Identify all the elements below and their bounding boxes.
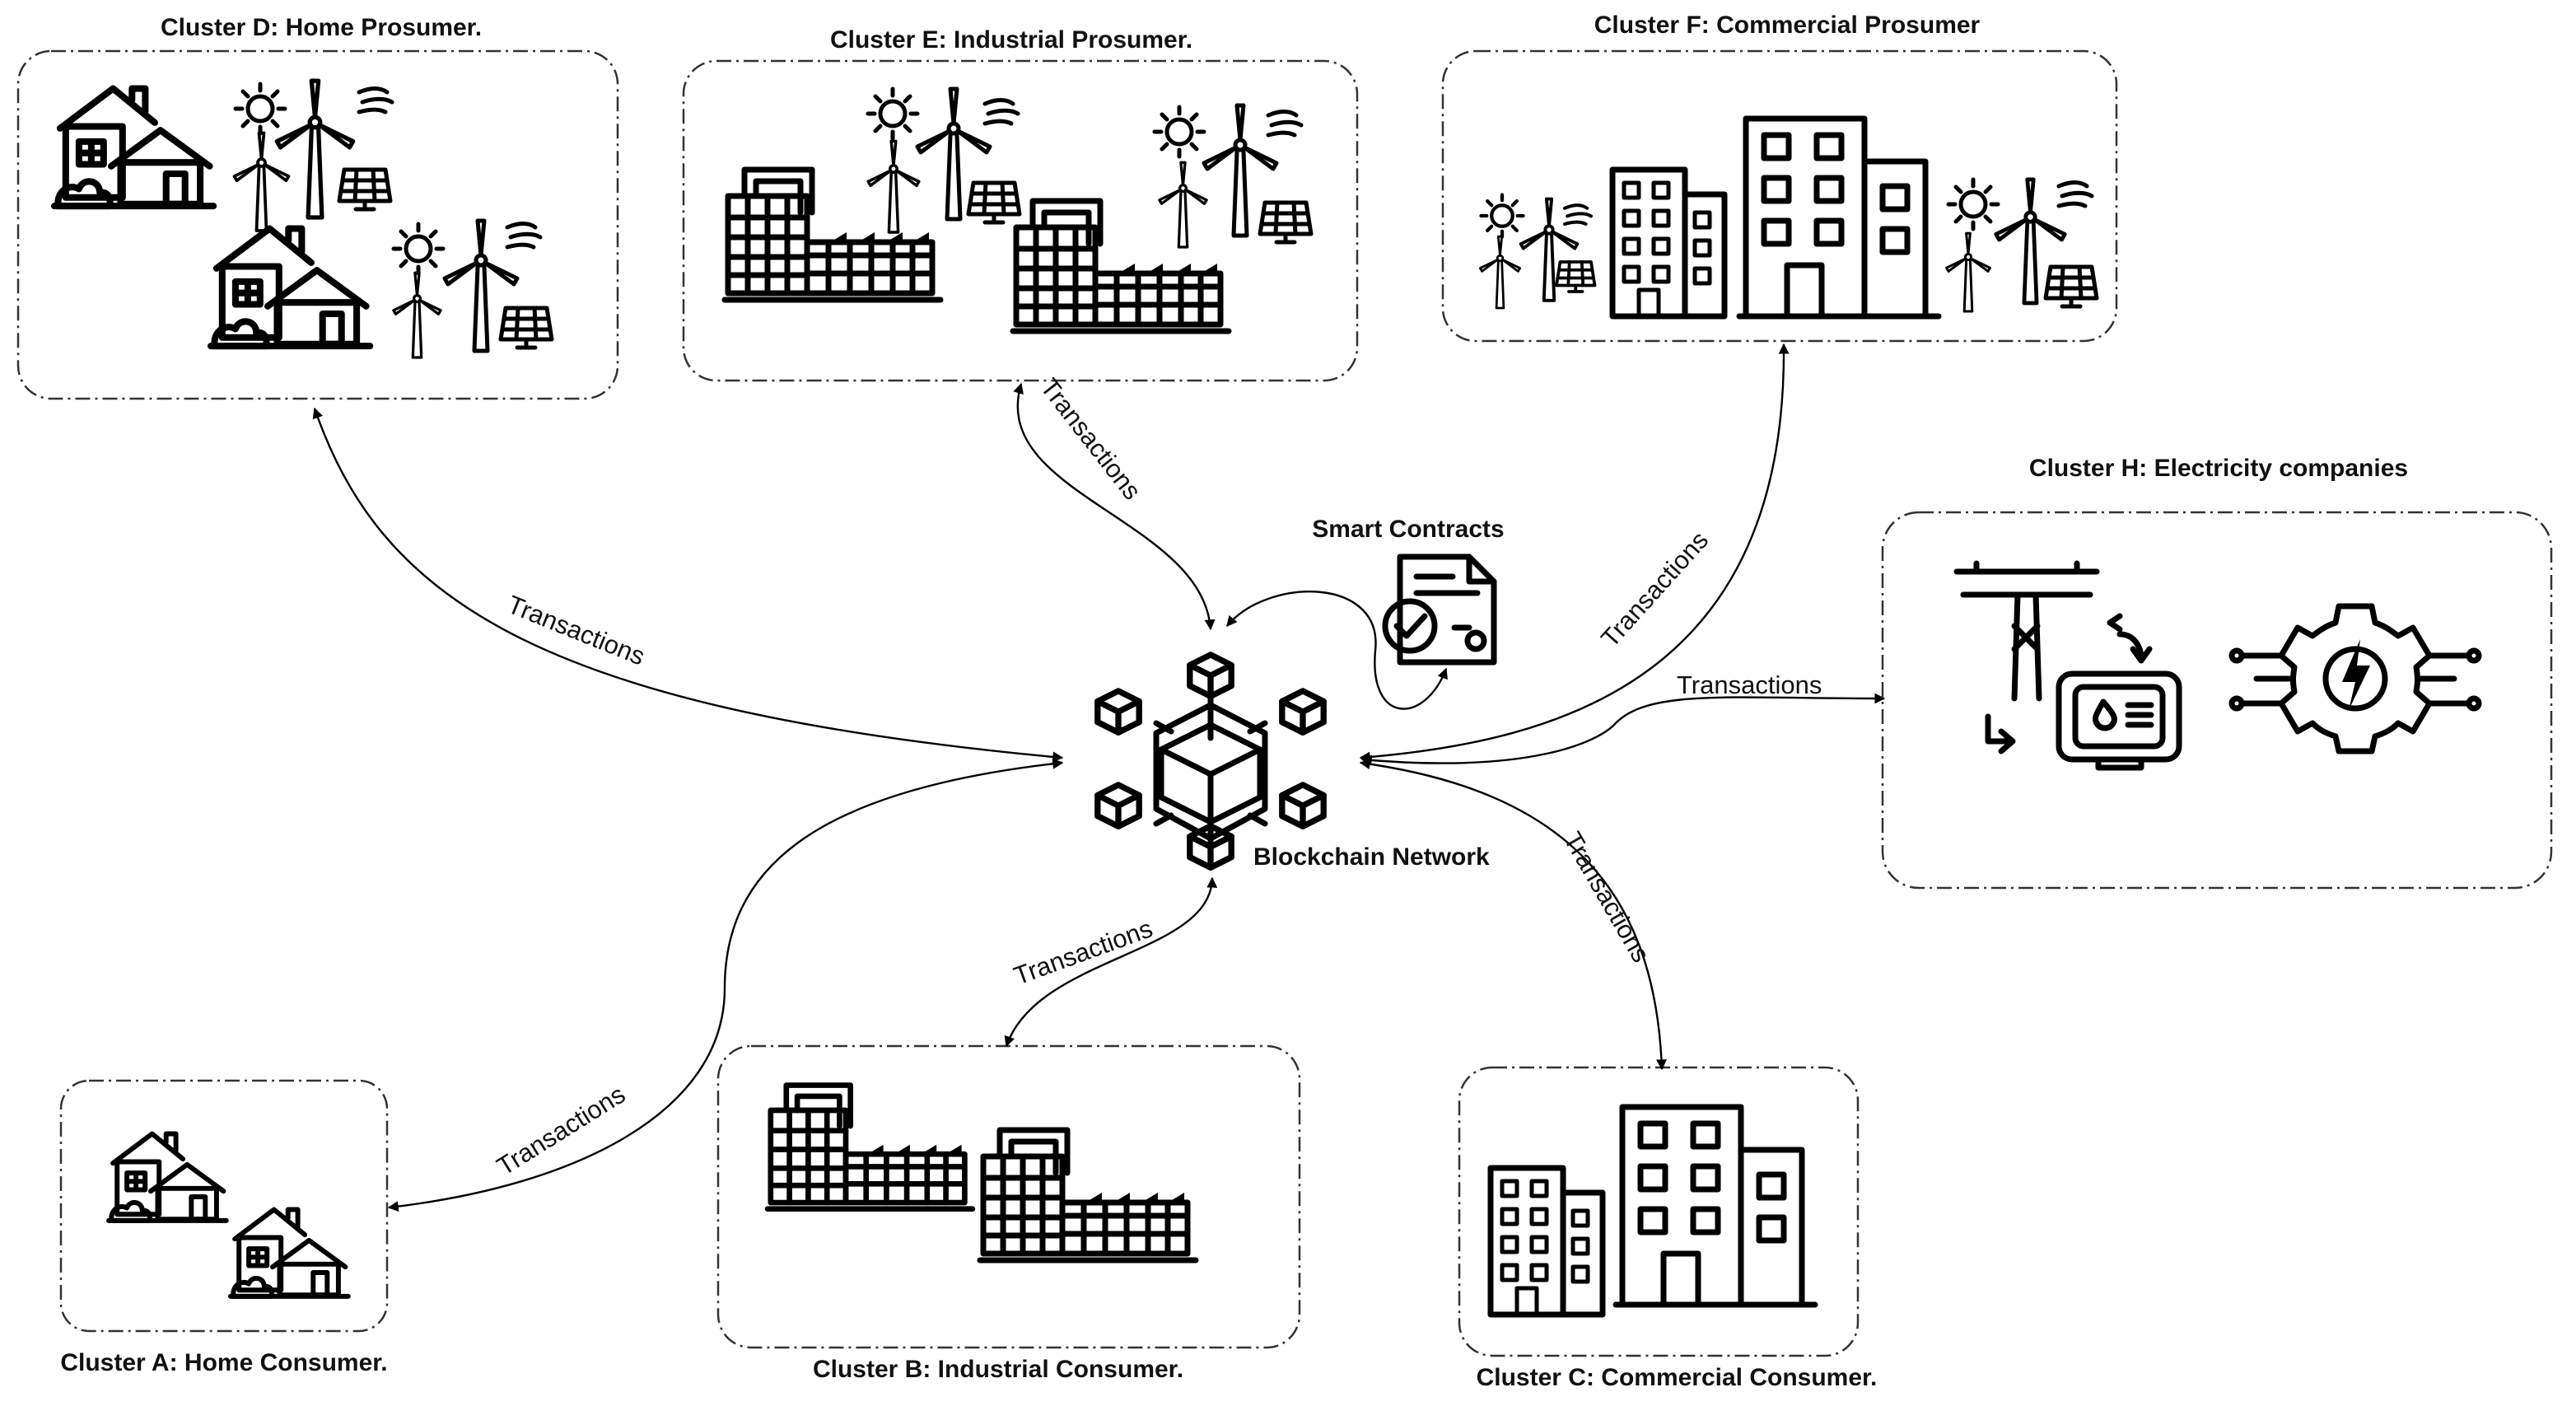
cluster-h-icons bbox=[1953, 560, 2482, 771]
factory-icon bbox=[725, 170, 940, 300]
house-icon bbox=[54, 89, 213, 207]
link-label-d: Transactions bbox=[503, 590, 649, 670]
house-icon bbox=[211, 229, 370, 347]
factory-icon bbox=[980, 1130, 1196, 1260]
sun-icon bbox=[394, 224, 443, 273]
wind-turbine-icon bbox=[1945, 231, 1991, 313]
cluster-d-title: Cluster D: Home Prosumer. bbox=[161, 14, 482, 41]
wind-turbine-icon bbox=[1158, 161, 1208, 249]
wind-icon bbox=[2059, 183, 2092, 207]
cluster-f-box bbox=[1441, 49, 2118, 343]
arrow-h bbox=[1360, 693, 1886, 766]
office-building-icon bbox=[1616, 1107, 1815, 1305]
house-icon bbox=[231, 1210, 348, 1296]
cluster-f-title: Cluster F: Commercial Prosumer bbox=[1594, 12, 1981, 39]
office-building-icon bbox=[1491, 1168, 1603, 1315]
sun-icon bbox=[1482, 195, 1524, 237]
solar-panel-icon bbox=[2046, 267, 2097, 306]
cluster-e-title: Cluster E: Industrial Prosumer. bbox=[830, 26, 1192, 54]
cluster-d-icons bbox=[54, 81, 552, 359]
wind-icon bbox=[985, 100, 1018, 124]
link-label-c: Transactions bbox=[1558, 827, 1655, 967]
cluster-h-title: Cluster H: Electricity companies bbox=[2029, 455, 2408, 482]
link-label-e: Transactions bbox=[1034, 373, 1146, 505]
cluster-b-icons bbox=[768, 1086, 1196, 1260]
cluster-e-box bbox=[682, 59, 1359, 382]
office-building-icon bbox=[1739, 119, 1939, 316]
solar-panel-icon bbox=[501, 308, 552, 348]
wind-icon bbox=[507, 224, 540, 248]
smart-meter-icon bbox=[2056, 613, 2182, 771]
solar-panel-icon bbox=[968, 183, 1020, 222]
solar-panel-icon bbox=[1555, 260, 1597, 293]
cluster-d-box bbox=[16, 49, 619, 400]
smart-contracts-label: Smart Contracts bbox=[1312, 516, 1504, 543]
factory-icon bbox=[1013, 201, 1229, 331]
wind-turbine-icon bbox=[1996, 180, 2065, 303]
smart-contract-icon bbox=[1382, 554, 1497, 666]
sun-icon bbox=[236, 84, 285, 133]
sun-icon bbox=[1155, 107, 1204, 156]
gear-energy-icon bbox=[2228, 603, 2482, 754]
cluster-c-title: Cluster C: Commercial Consumer. bbox=[1477, 1364, 1878, 1391]
cluster-f-icons bbox=[1478, 119, 2097, 316]
wind-icon bbox=[1268, 112, 1301, 136]
cluster-a-box bbox=[59, 1079, 389, 1333]
arrow-c bbox=[1359, 759, 1668, 1071]
sun-icon bbox=[1948, 180, 1998, 229]
cluster-a-title: Cluster A: Home Consumer. bbox=[60, 1349, 387, 1376]
arrow-d bbox=[312, 407, 1064, 763]
link-label-h: Transactions bbox=[1677, 670, 1822, 699]
wind-icon bbox=[1565, 205, 1591, 224]
house-icon bbox=[109, 1134, 226, 1221]
cluster-e-icons bbox=[725, 89, 1311, 331]
sun-icon bbox=[868, 89, 917, 138]
cluster-c-icons bbox=[1491, 1107, 1815, 1315]
blockchain-network-label: Blockchain Network bbox=[1253, 843, 1490, 871]
link-label-a: Transactions bbox=[492, 1080, 630, 1181]
wind-turbine-icon bbox=[917, 89, 990, 219]
cluster-b-title: Cluster B: Industrial Consumer. bbox=[813, 1356, 1183, 1383]
wind-icon bbox=[359, 89, 392, 113]
wind-turbine-icon bbox=[392, 271, 442, 359]
power-pylon-icon bbox=[1953, 560, 2100, 754]
wind-turbine-icon bbox=[1204, 105, 1276, 236]
cluster-h-box bbox=[1881, 511, 2553, 890]
link-label-f: Transactions bbox=[1595, 525, 1714, 652]
link-label-b: Transactions bbox=[1010, 913, 1156, 990]
factory-icon bbox=[768, 1086, 973, 1209]
arrow-e bbox=[1013, 382, 1216, 631]
office-building-icon bbox=[1612, 170, 1724, 316]
wind-turbine-icon bbox=[866, 139, 921, 234]
arrow-a bbox=[387, 758, 1064, 1212]
blockchain-network-icon bbox=[1098, 655, 1323, 867]
solar-panel-icon bbox=[1260, 203, 1311, 242]
solar-panel-icon bbox=[339, 170, 390, 209]
wind-turbine-icon bbox=[1478, 235, 1522, 310]
cluster-a-icons bbox=[109, 1134, 348, 1296]
